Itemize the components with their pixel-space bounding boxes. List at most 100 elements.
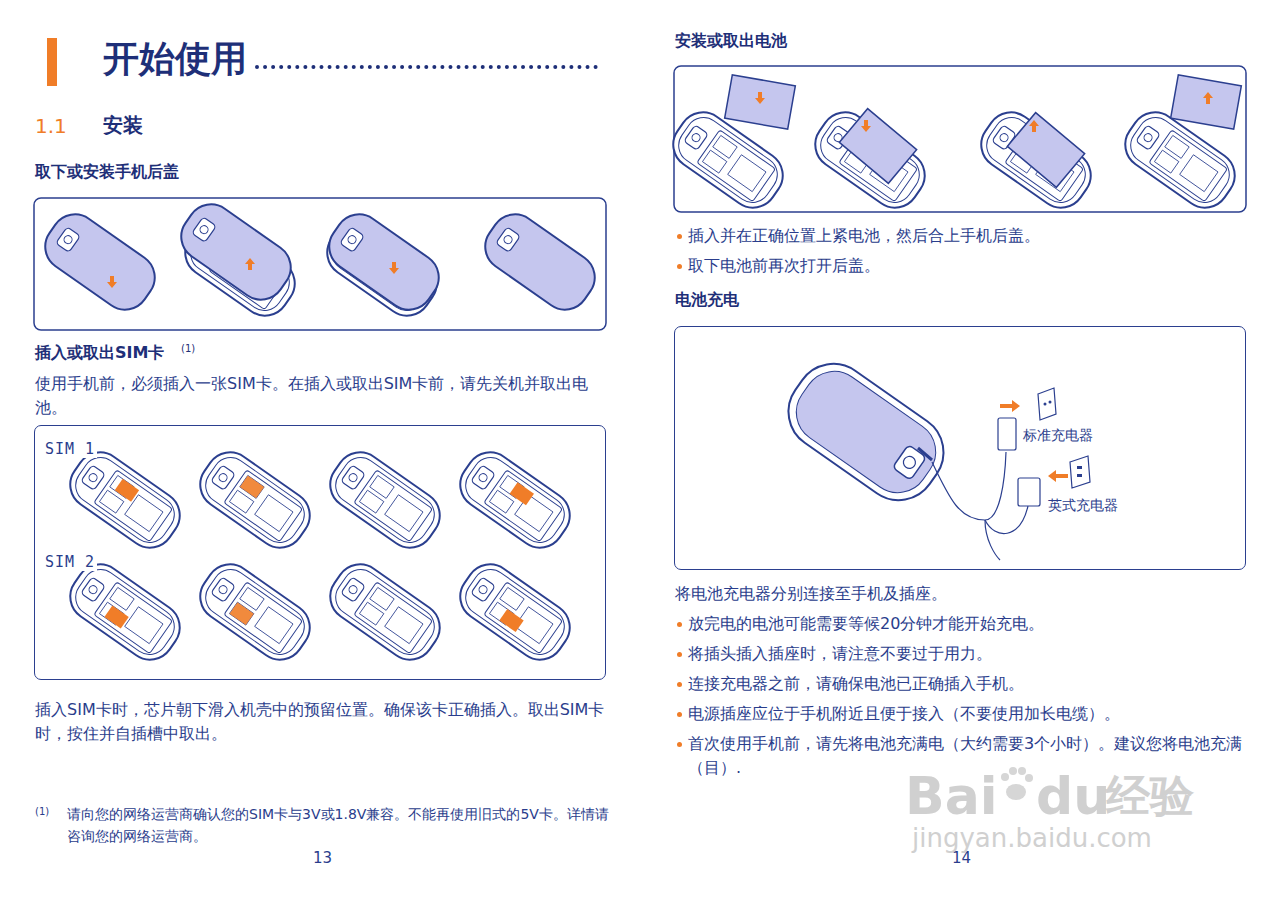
body-text: 使用手机前，必须插入一张SIM卡。在插入或取出SIM卡前，请先关机并取出电池。 bbox=[35, 372, 610, 420]
bullet-dot bbox=[677, 652, 682, 657]
illustration-part bbox=[1029, 120, 1039, 132]
bullet-dot bbox=[677, 234, 682, 239]
bullet-dot bbox=[677, 264, 682, 269]
illustration-part bbox=[1025, 774, 1033, 782]
subheading: 安装或取出电池 bbox=[675, 31, 787, 51]
illustration-part bbox=[191, 555, 319, 669]
illustration-part bbox=[34, 198, 606, 330]
bullet-text: 将插头插入插座时，请注意不要过于用力。 bbox=[688, 642, 1250, 666]
illustration-part bbox=[191, 555, 319, 669]
illustration-part bbox=[985, 520, 1000, 560]
illustration-part bbox=[1007, 113, 1084, 188]
illustration-part bbox=[1077, 466, 1082, 469]
illustration-part bbox=[755, 92, 765, 104]
section-title: 安装 bbox=[103, 113, 143, 138]
watermark: Bai bbox=[905, 764, 998, 829]
body-text: 将电池充电器分别连接至手机及插座。 bbox=[675, 582, 1245, 606]
bullet-text: 取下电池前再次打开后盖。 bbox=[688, 254, 1248, 278]
illustration-part bbox=[1038, 388, 1056, 420]
illustration-part bbox=[1049, 401, 1052, 404]
illustration-part bbox=[191, 443, 319, 557]
illustration-part bbox=[115, 479, 139, 502]
illustration-part bbox=[245, 258, 255, 270]
illustration-part bbox=[451, 443, 579, 557]
subheading: 电池充电 bbox=[675, 290, 739, 310]
illustration-part bbox=[806, 103, 934, 217]
chapter-title: 开始使用 bbox=[103, 36, 247, 81]
illustration-part bbox=[1203, 92, 1213, 104]
illustration-part bbox=[1001, 767, 1033, 800]
illustration-part bbox=[104, 606, 128, 629]
illustration-part bbox=[774, 349, 959, 515]
frame-label: SIM 1 bbox=[43, 440, 97, 458]
illustration-part bbox=[451, 443, 579, 557]
illustration-part bbox=[61, 443, 189, 557]
illustration-part bbox=[229, 602, 253, 625]
watermark: 经验 bbox=[1106, 768, 1194, 823]
illustration-part bbox=[389, 262, 399, 274]
illustration-part bbox=[1048, 470, 1068, 482]
bullet-text: 插入并在正确位置上紧电池，然后合上手机后盖。 bbox=[688, 224, 1248, 248]
bullet-dot bbox=[677, 682, 682, 687]
bullet-text: 电源插座应位于手机附近且便于接入（不要使用加长电缆）。 bbox=[688, 702, 1250, 726]
illustration-part bbox=[861, 120, 871, 132]
frame-label: SIM 2 bbox=[43, 553, 97, 571]
illustration-part bbox=[901, 454, 918, 471]
illustration-part bbox=[784, 359, 948, 505]
footnote-text: 请向您的网络运营商确认您的SIM卡与3V或1.8V兼容。不能再使用旧式的5V卡。… bbox=[67, 803, 612, 847]
illustration-part bbox=[774, 349, 959, 515]
bullet-text: 连接充电器之前，请确保电池已正确插入手机。 bbox=[688, 672, 1250, 696]
subheading: 插入或取出SIM卡 bbox=[35, 343, 164, 363]
sim-frame: SIM 1 SIM 2 bbox=[34, 425, 606, 680]
illustration-part bbox=[985, 452, 1006, 520]
illustration-part bbox=[725, 75, 796, 129]
illustration-part bbox=[61, 443, 189, 557]
page-number: 13 bbox=[313, 849, 332, 868]
illustration-part bbox=[998, 418, 1016, 450]
illustration-part bbox=[451, 555, 579, 669]
bullet-dot bbox=[677, 712, 682, 717]
illustration-part bbox=[61, 555, 189, 669]
illustration-part bbox=[1009, 767, 1017, 775]
illustration-part bbox=[1070, 456, 1090, 488]
illustration-part bbox=[972, 103, 1100, 217]
illustration-part bbox=[107, 276, 117, 288]
illustration-part bbox=[932, 462, 985, 520]
illustration-part bbox=[451, 555, 579, 669]
illustration-part bbox=[918, 448, 932, 460]
illustration-part bbox=[510, 482, 534, 505]
footnote-mark: (1) bbox=[181, 343, 195, 356]
illustration-part bbox=[240, 475, 264, 498]
chapter-bar bbox=[47, 38, 57, 86]
illustration-part bbox=[1001, 773, 1009, 781]
charging-frame: 标准充电器英式充电器 bbox=[674, 326, 1246, 570]
footnote-mark: (1) bbox=[35, 806, 49, 819]
illustration-part bbox=[320, 205, 448, 319]
subheading: 取下或安装手机后盖 bbox=[35, 162, 179, 182]
illustration-part bbox=[1018, 767, 1026, 775]
illustration-part bbox=[1018, 478, 1040, 506]
illustration-part bbox=[172, 195, 300, 309]
illustration-part bbox=[1077, 474, 1082, 477]
body-text: 插入SIM卡时，芯片朝下滑入机壳中的预留位置。确保该卡正确插入。取出SIM卡时，… bbox=[35, 698, 610, 746]
frame-label: 英式充电器 bbox=[1046, 497, 1120, 514]
illustration-part bbox=[321, 443, 449, 557]
illustration-part bbox=[1171, 75, 1242, 129]
dot-leader bbox=[255, 65, 598, 69]
illustration-part bbox=[191, 443, 319, 557]
illustration-part bbox=[1006, 784, 1026, 800]
bullet-dot bbox=[677, 742, 682, 747]
illustration-part bbox=[321, 555, 449, 669]
frame-label: 标准充电器 bbox=[1021, 427, 1095, 444]
illustration-part bbox=[61, 555, 189, 669]
watermark: jingyan.baidu.com bbox=[912, 822, 1152, 855]
illustration-part bbox=[1000, 400, 1020, 412]
bullet-text: 放完电的电池可能需要等候20分钟才能开始充电。 bbox=[688, 612, 1250, 636]
illustration-part bbox=[36, 205, 164, 319]
illustration-part bbox=[839, 109, 916, 184]
illustration-part bbox=[499, 609, 523, 632]
illustration-part bbox=[1044, 403, 1047, 406]
section-number: 1.1 bbox=[35, 114, 67, 139]
illustration-part bbox=[476, 205, 604, 319]
illustration-part bbox=[321, 555, 449, 669]
